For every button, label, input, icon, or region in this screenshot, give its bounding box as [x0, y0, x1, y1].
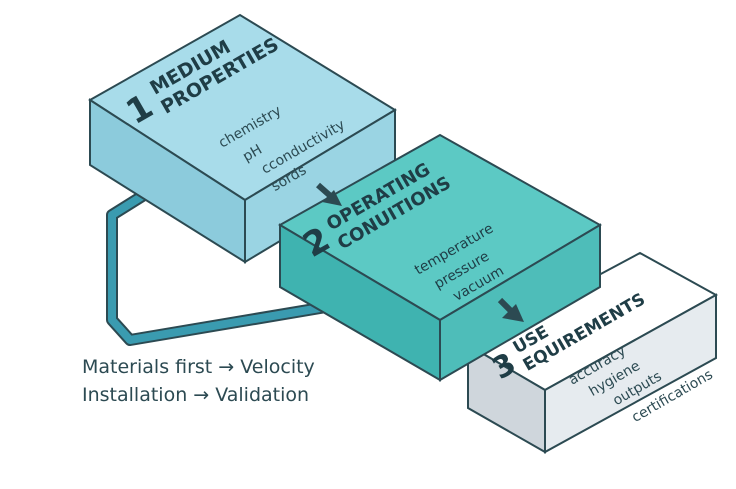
flow-arrow-1-to-2: [316, 182, 342, 206]
box-use-requirements: [465, 251, 719, 454]
box-operating-conditions: [278, 133, 602, 382]
caption-line-2: Installation → Validation: [82, 384, 310, 406]
flow-arrow-2-to-3: [497, 297, 524, 322]
caption-line-1: Materials first → Velocity: [82, 356, 315, 378]
